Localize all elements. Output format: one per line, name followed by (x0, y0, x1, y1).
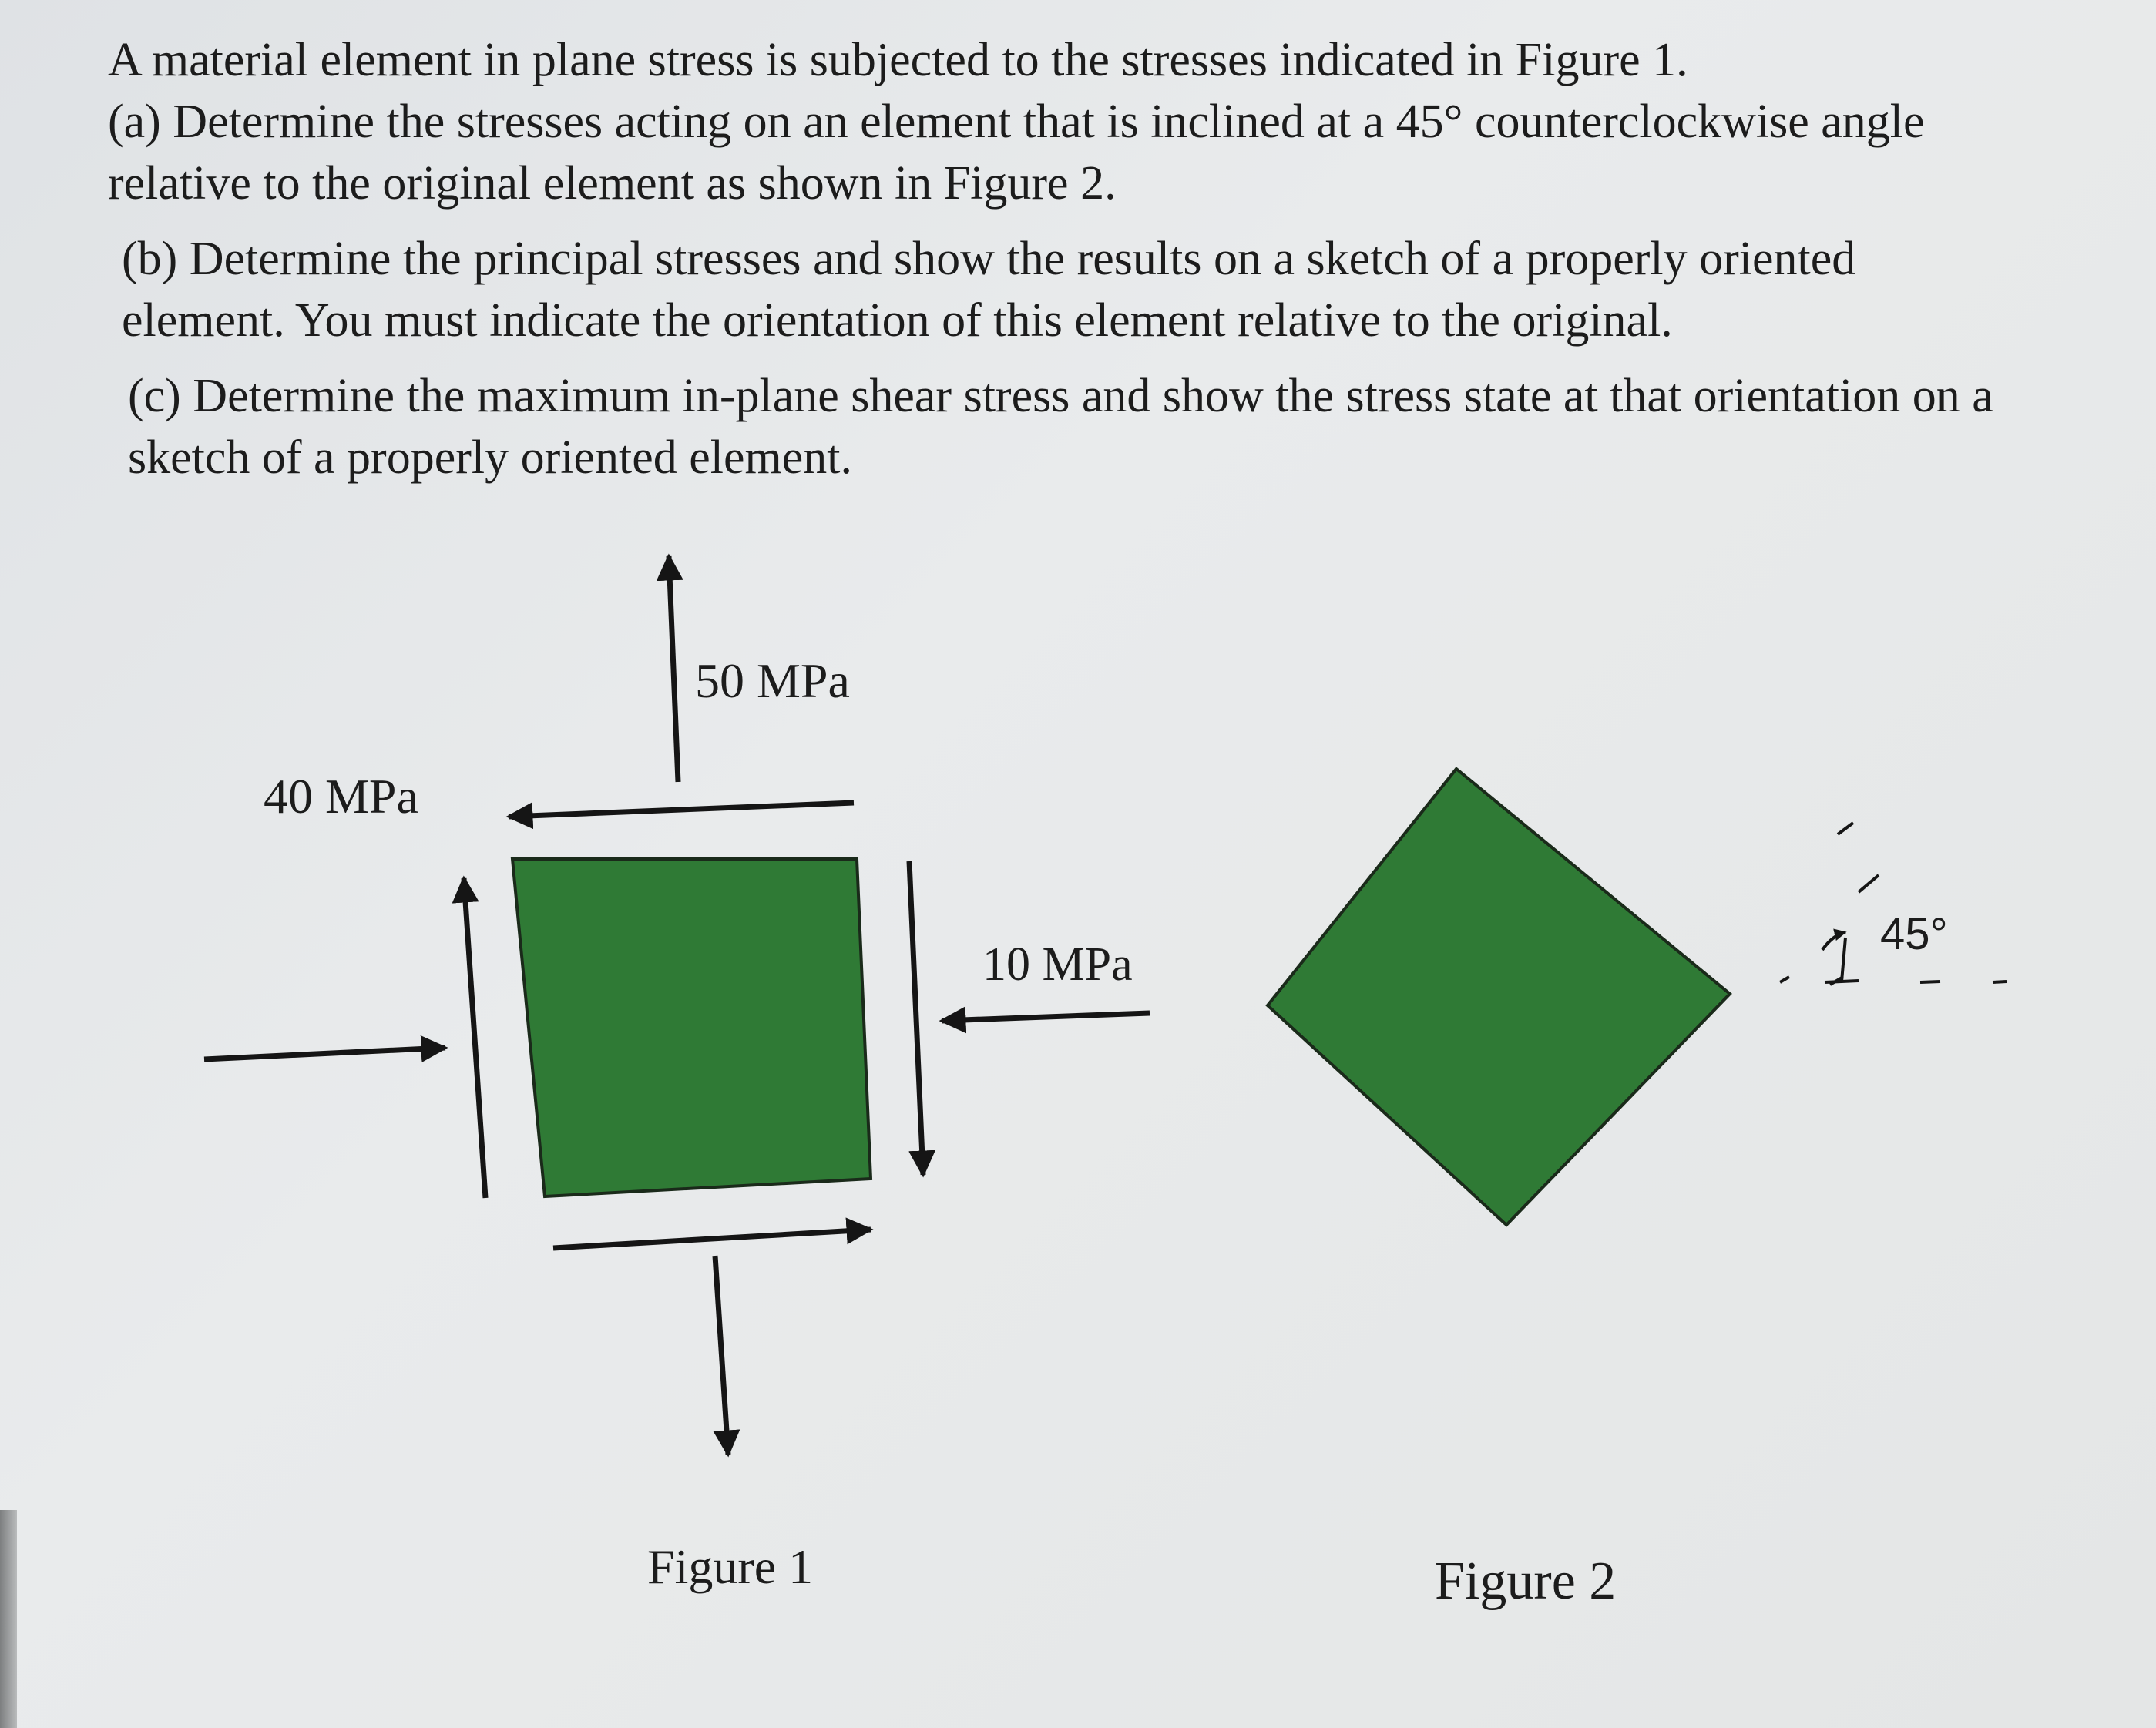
stress-element-square (510, 857, 873, 1199)
angle-label: 45° (1880, 909, 1948, 959)
problem-part-a: (a) Determine the stresses acting on an … (108, 96, 1925, 210)
normal-stress-bottom-arrow (712, 1255, 740, 1458)
shear-left-arrow (452, 875, 489, 1199)
normal-stress-left-arrow (203, 1035, 448, 1062)
rotated-stress-element (1265, 767, 1732, 1227)
problem-part-b: (b) Determine the principal stresses and… (122, 233, 1856, 347)
shear-top-arrow (505, 800, 855, 830)
page-edge-shadow (0, 1510, 17, 1728)
normal-stress-right-arrow (939, 1006, 1150, 1034)
label-40-mpa: 40 MPa (264, 769, 418, 824)
shear-right-arrow (906, 861, 936, 1178)
figure-2: 45° Figure 2 (1265, 767, 2007, 1611)
angle-indicator (1778, 821, 2007, 986)
label-50-mpa: 50 MPa (695, 653, 850, 708)
problem-part-c: (c) Determine the maximum in-plane shear… (128, 370, 1993, 484)
problem-statement: A material element in plane stress is su… (108, 29, 2019, 488)
problem-intro: A material element in plane stress is su… (108, 34, 1688, 86)
normal-stress-top-arrow (656, 553, 683, 783)
shear-bottom-arrow (552, 1217, 874, 1251)
figure-1: 50 MPa 40 MPa 10 MPa Figure 1 (203, 553, 1150, 1594)
figure-1-caption: Figure 1 (647, 1539, 813, 1594)
figure-2-caption: Figure 2 (1435, 1552, 1616, 1611)
label-10-mpa: 10 MPa (982, 938, 1133, 991)
